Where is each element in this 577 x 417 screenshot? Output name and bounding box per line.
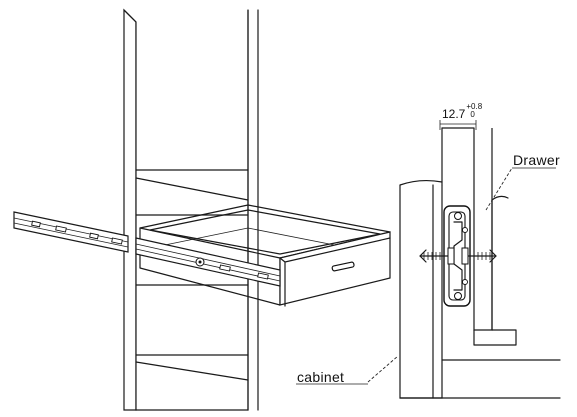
slide-profile xyxy=(443,205,471,307)
cabinet-top-shelf xyxy=(135,169,249,201)
cross-section-detail xyxy=(296,120,561,399)
dimension-marker xyxy=(439,120,477,130)
drawer-label: Drawer xyxy=(513,152,560,168)
dimension-tolerance-lower: 0 xyxy=(470,110,475,119)
cabinet-illustration xyxy=(13,8,391,411)
mounting-screw-right xyxy=(461,247,497,265)
dimension-value: 12.7 xyxy=(442,107,466,121)
cabinet-wall-section xyxy=(399,185,443,399)
mounting-screw-left xyxy=(419,247,455,265)
slide-rail xyxy=(13,211,281,287)
cabinet-label: cabinet xyxy=(297,369,345,385)
cabinet-leader-line xyxy=(367,355,399,383)
dimension-tolerance-upper: +0.8 xyxy=(466,102,483,111)
cabinet-back-panel xyxy=(135,10,249,411)
cabinet-left-panel xyxy=(123,8,137,411)
drawer-handle xyxy=(331,261,355,272)
drawer-wall-section xyxy=(473,128,493,331)
drawer-leader-line xyxy=(485,167,513,211)
cabinet-lower-shelf xyxy=(135,354,249,381)
